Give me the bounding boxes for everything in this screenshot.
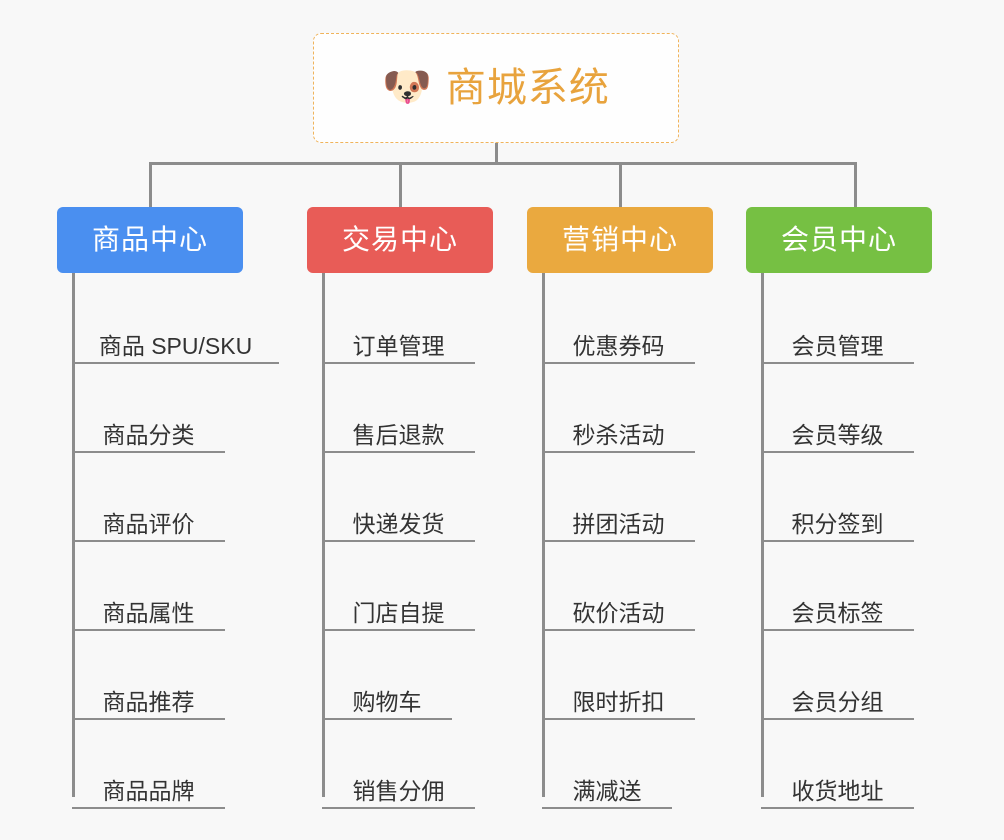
branch-header-marketing-center[interactable]: 营销中心 xyxy=(527,207,713,273)
leaf-item-label: 商品推荐 xyxy=(102,689,195,715)
leaf-item[interactable]: 会员管理 xyxy=(761,324,914,364)
leaf-item[interactable]: 秒杀活动 xyxy=(542,413,695,453)
leaf-item-label: 秒杀活动 xyxy=(572,422,665,448)
branch-spine xyxy=(72,273,75,797)
root-stem-connector xyxy=(495,143,498,164)
leaf-item-label: 快递发货 xyxy=(352,511,445,537)
leaf-item-label: 砍价活动 xyxy=(572,600,665,626)
branch-drop-connector-1 xyxy=(149,162,152,207)
leaf-item-label: 商品分类 xyxy=(102,422,195,448)
leaf-item[interactable]: 优惠券码 xyxy=(542,324,695,364)
branch-spine xyxy=(542,273,545,797)
leaf-item[interactable]: 限时折扣 xyxy=(542,680,695,720)
leaf-item[interactable]: 商品 SPU/SKU xyxy=(72,324,279,364)
branch-header-label: 商品中心 xyxy=(91,224,208,255)
leaf-item[interactable]: 会员标签 xyxy=(761,591,914,631)
leaf-item[interactable]: 商品属性 xyxy=(72,591,225,631)
branch-spine xyxy=(761,273,764,797)
branch-header-label: 会员中心 xyxy=(780,224,897,255)
leaf-item-label: 限时折扣 xyxy=(572,689,665,715)
leaf-item-label: 商品属性 xyxy=(102,600,195,626)
leaf-item-label: 优惠券码 xyxy=(572,333,665,359)
branch-header-trade-center[interactable]: 交易中心 xyxy=(307,207,493,273)
leaf-item-label: 商品评价 xyxy=(102,511,195,537)
branch-drop-connector-2 xyxy=(399,162,402,207)
dog-face-icon: 🐶 xyxy=(382,65,432,109)
branch-drop-connector-3 xyxy=(619,162,622,207)
leaf-item-label: 拼团活动 xyxy=(572,511,665,537)
leaf-item[interactable]: 购物车 xyxy=(322,680,452,720)
leaf-item-label: 会员分组 xyxy=(791,689,884,715)
leaf-item[interactable]: 会员等级 xyxy=(761,413,914,453)
leaf-item[interactable]: 商品评价 xyxy=(72,502,225,542)
leaf-item-label: 商品 SPU/SKU xyxy=(98,333,253,359)
leaf-item[interactable]: 拼团活动 xyxy=(542,502,695,542)
leaf-item[interactable]: 订单管理 xyxy=(322,324,475,364)
leaf-item-label: 会员等级 xyxy=(791,422,884,448)
branch-spine xyxy=(322,273,325,797)
branch-drop-connector-4 xyxy=(854,162,857,207)
leaf-item[interactable]: 快递发货 xyxy=(322,502,475,542)
leaf-item[interactable]: 积分签到 xyxy=(761,502,914,542)
leaf-item-label: 会员管理 xyxy=(791,333,884,359)
branch-header-product-center[interactable]: 商品中心 xyxy=(57,207,243,273)
leaf-item-label: 门店自提 xyxy=(352,600,445,626)
branch-header-label: 营销中心 xyxy=(561,224,678,255)
leaf-item-label: 购物车 xyxy=(352,689,422,715)
leaf-item[interactable]: 商品推荐 xyxy=(72,680,225,720)
leaf-item[interactable]: 销售分佣 xyxy=(322,769,475,809)
leaf-item[interactable]: 商品品牌 xyxy=(72,769,225,809)
leaf-item-label: 销售分佣 xyxy=(352,778,445,804)
leaf-item-label: 订单管理 xyxy=(352,333,445,359)
leaf-item-label: 收货地址 xyxy=(791,778,884,804)
root-node-label: 商城系统 xyxy=(445,66,610,110)
branch-header-label: 交易中心 xyxy=(341,224,458,255)
leaf-item-label: 积分签到 xyxy=(791,511,884,537)
leaf-item[interactable]: 门店自提 xyxy=(322,591,475,631)
leaf-item[interactable]: 砍价活动 xyxy=(542,591,695,631)
root-node[interactable]: 🐶 商城系统 xyxy=(313,33,679,143)
leaf-item-label: 商品品牌 xyxy=(102,778,195,804)
leaf-item[interactable]: 会员分组 xyxy=(761,680,914,720)
leaf-item-label: 售后退款 xyxy=(352,422,445,448)
leaf-item[interactable]: 售后退款 xyxy=(322,413,475,453)
leaf-item[interactable]: 收货地址 xyxy=(761,769,914,809)
leaf-item-label: 会员标签 xyxy=(791,600,884,626)
leaf-item-label: 满减送 xyxy=(572,778,642,804)
leaf-item[interactable]: 满减送 xyxy=(542,769,672,809)
leaf-item[interactable]: 商品分类 xyxy=(72,413,225,453)
branch-header-member-center[interactable]: 会员中心 xyxy=(746,207,932,273)
root-bus-connector xyxy=(150,162,856,165)
